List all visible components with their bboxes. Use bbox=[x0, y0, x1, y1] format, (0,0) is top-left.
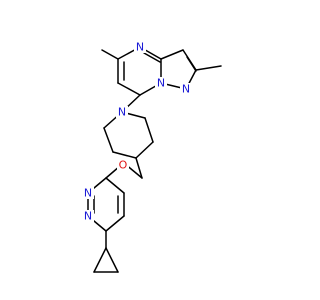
bond bbox=[160, 49, 184, 60]
atom-n-piperidine-label: N bbox=[118, 106, 126, 119]
bond bbox=[103, 127, 114, 153]
atom-n-pyridazine-1: N bbox=[82, 187, 94, 200]
atom-n-top-label: N bbox=[136, 41, 144, 54]
bond bbox=[186, 56, 197, 72]
atom-n-pyridazine-1-label: N bbox=[84, 187, 92, 200]
bond bbox=[105, 177, 125, 194]
atom-n-bridge-label: N bbox=[157, 77, 165, 90]
bond bbox=[105, 215, 125, 232]
atom-o-ether: O bbox=[117, 159, 129, 172]
atom-n-pyridazine-2-label: N bbox=[84, 210, 92, 223]
bond bbox=[135, 141, 154, 159]
molecule-structure: N N N N O N N bbox=[82, 41, 222, 273]
bond bbox=[135, 157, 143, 179]
atom-n-pyrazole: N bbox=[180, 83, 192, 96]
bond bbox=[143, 52, 161, 63]
bond bbox=[112, 151, 137, 159]
bond bbox=[93, 247, 107, 273]
atom-n-pyrazole-label: N bbox=[182, 83, 190, 96]
bond bbox=[105, 247, 119, 273]
bond bbox=[144, 117, 154, 143]
atom-o-ether-label: O bbox=[119, 159, 128, 172]
bonds bbox=[87, 46, 222, 273]
atom-n-pyridazine-2: N bbox=[82, 210, 94, 223]
atom-n-bridge: N bbox=[155, 77, 167, 90]
bond bbox=[101, 49, 119, 60]
atom-labels: N N N N O N N bbox=[82, 41, 192, 223]
bond bbox=[117, 82, 141, 96]
structure-drawing: N N N N O N N bbox=[82, 41, 222, 273]
atom-n-top: N bbox=[134, 41, 146, 54]
bond bbox=[195, 65, 222, 71]
atom-n-piperidine: N bbox=[116, 106, 128, 119]
